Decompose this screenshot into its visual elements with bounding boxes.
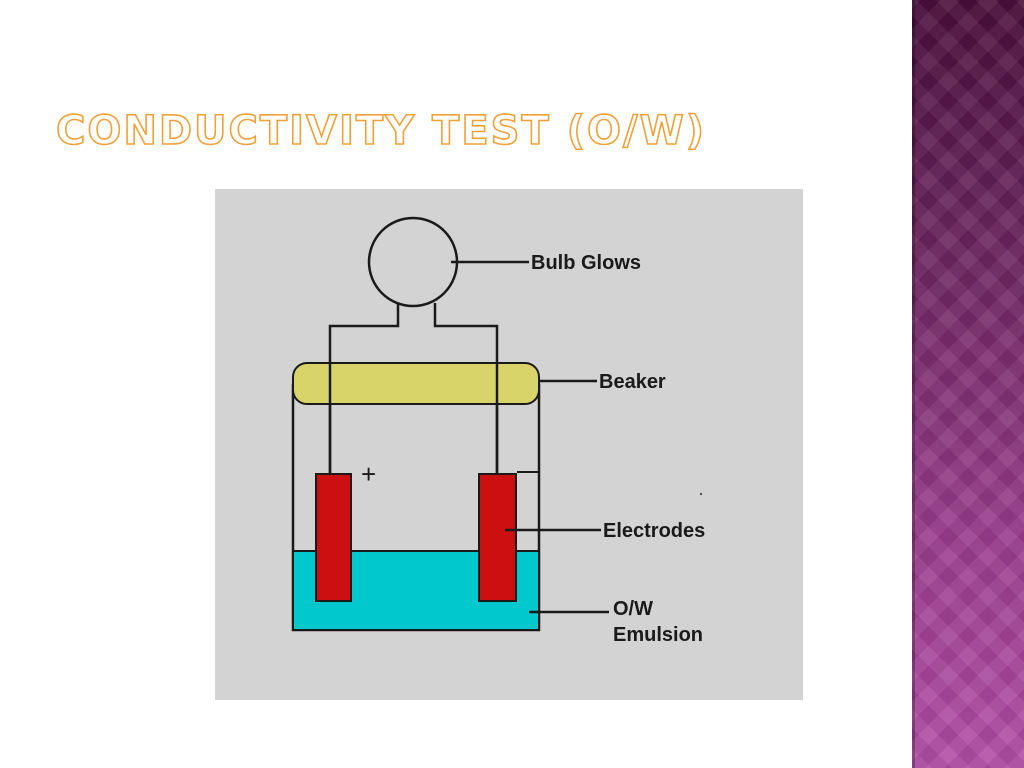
positive-sign: + xyxy=(361,459,376,489)
slide-title: Conductivity Test (O/W) xyxy=(55,107,706,155)
electrode-right xyxy=(478,473,517,602)
stray-dot xyxy=(699,492,703,496)
diagram-panel: + Bulb Glows Beaker Electrodes O/W Emuls… xyxy=(215,189,803,700)
beaker-band xyxy=(292,362,540,405)
bulb xyxy=(367,216,459,308)
label-emulsion-line1: O/W xyxy=(613,598,653,620)
label-beaker: Beaker xyxy=(599,371,666,393)
label-bulb: Bulb Glows xyxy=(531,252,641,274)
conductivity-diagram: + Bulb Glows Beaker Electrodes O/W Emuls… xyxy=(291,216,705,646)
label-electrodes: Electrodes xyxy=(603,520,705,542)
electrode-left xyxy=(315,473,352,602)
label-emulsion-line2: Emulsion xyxy=(613,624,703,646)
decorative-side-band xyxy=(912,0,1024,768)
